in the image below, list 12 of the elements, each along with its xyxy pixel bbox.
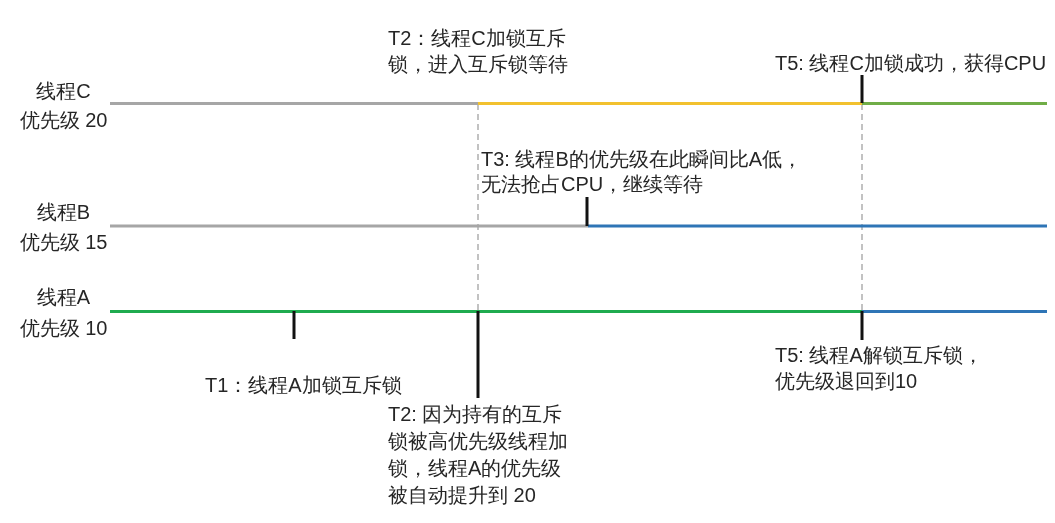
event-annotation: T5: 线程A解锁互斥锁，优先级退回到10 <box>775 343 984 394</box>
thread-name: 线程C <box>35 79 92 104</box>
event-annotation: T2: 因为持有的互斥锁被高优先级线程加锁，线程A的优先级被自动提升到 20 <box>388 402 569 508</box>
priority-label: 优先级 10 <box>18 316 109 341</box>
priority-label: 优先级 15 <box>18 230 109 255</box>
thread-name: 线程B <box>35 200 92 225</box>
event-annotation: T5: 线程C加锁成功，获得CPU <box>775 51 1047 76</box>
event-annotation: T1：线程A加锁互斥锁 <box>205 373 402 398</box>
priority-label: 优先级 20 <box>18 108 109 133</box>
event-annotation: T3: 线程B的优先级在此瞬间比A低，无法抢占CPU，继续等待 <box>481 147 804 197</box>
thread-name: 线程A <box>35 285 92 310</box>
event-annotation: T2：线程C加锁互斥锁，进入互斥锁等待 <box>388 26 569 77</box>
